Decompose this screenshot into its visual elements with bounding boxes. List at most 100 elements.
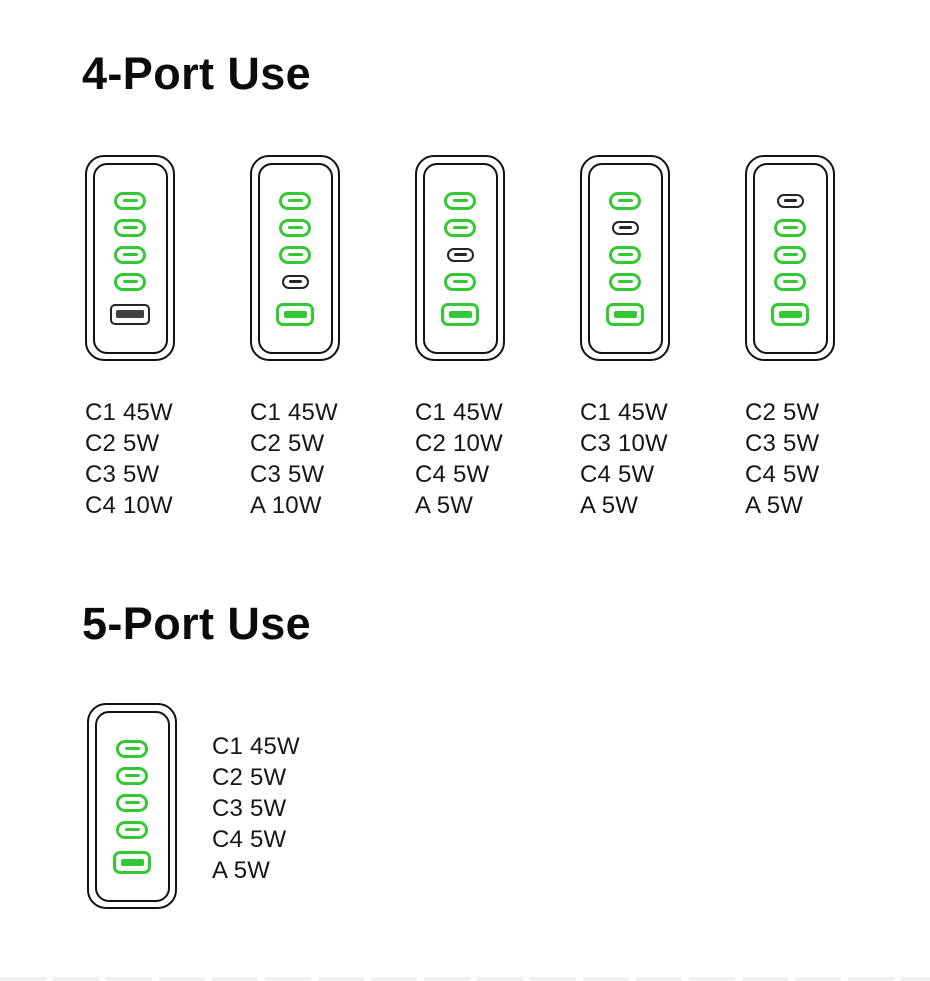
port-row [276,299,314,329]
usb-c-port-active [279,218,311,237]
port-slot [778,310,802,318]
port-wattage-label: C3 10W [580,430,668,457]
port-row [279,241,311,268]
port-row [116,789,148,816]
usb-c-port-inactive [281,274,309,289]
port-row [441,299,479,329]
port-slot [122,199,138,202]
usb-c-port-active [609,272,641,291]
port-wattage-label: C1 45W [212,733,300,760]
port-slot [122,226,138,229]
port-wattage-label: A 5W [580,492,639,519]
port-slot [283,310,307,318]
port-slot [452,226,468,229]
port-row [114,241,146,268]
usb-a-port-active [113,850,151,874]
four-port-heading: 4-Port Use [82,48,312,99]
port-slot [124,747,140,750]
charger-configuration: C2 5W C3 5W C4 5W A 5W [745,155,835,521]
usb-c-port-active [609,191,641,210]
port-row [774,268,806,295]
usb-c-port-active [774,245,806,264]
port-row [279,187,311,214]
usb-c-port-active [774,272,806,291]
port-wattage-label: C1 45W [250,399,338,426]
port-wattage-list: C2 5W C3 5W C4 5W A 5W [745,397,835,521]
usb-c-port-active [444,272,476,291]
port-wattage-label: A 10W [250,492,322,519]
port-row [606,299,644,329]
port-row [611,214,639,241]
charger-face [587,162,663,354]
port-slot [287,253,303,256]
five-port-heading: 5-Port Use [82,598,312,649]
port-slot [617,199,633,202]
port-wattage-list: C1 45W C2 10W C4 5W A 5W [415,397,505,521]
port-row [110,299,150,329]
charger-face [257,162,333,354]
port-wattage-label: C2 10W [415,430,503,457]
charger-illustration [580,155,670,361]
port-slot [782,280,798,283]
usb-c-port-active [116,739,148,758]
port-row [116,816,148,843]
usb-c-port-active [114,245,146,264]
port-row [444,214,476,241]
port-row [774,214,806,241]
port-slot [120,858,144,866]
port-slot [116,310,144,318]
port-wattage-label: C4 5W [415,461,490,488]
port-wattage-label: C2 5W [212,764,287,791]
port-slot [287,199,303,202]
port-row [116,762,148,789]
port-row [116,735,148,762]
port-row [771,299,809,329]
port-slot [124,801,140,804]
port-slot [618,226,632,229]
port-row [114,214,146,241]
charger-face [94,710,170,902]
port-slot [782,253,798,256]
port-wattage-label: A 5W [415,492,474,519]
port-wattage-label: C1 45W [415,399,503,426]
port-slot [287,226,303,229]
usb-c-port-active [114,272,146,291]
port-row [114,187,146,214]
port-slot [783,199,797,202]
usb-c-port-active [609,245,641,264]
usb-a-port-active [441,302,479,326]
port-wattage-label: C3 5W [212,795,287,822]
port-row [774,241,806,268]
usb-c-port-inactive [611,220,639,235]
port-slot [617,280,633,283]
usb-c-port-active [444,218,476,237]
port-row [609,187,641,214]
port-wattage-label: C3 5W [745,430,820,457]
port-row [279,214,311,241]
port-wattage-label: C3 5W [250,461,325,488]
charger-illustration [415,155,505,361]
port-wattage-label: C4 5W [580,461,655,488]
usb-c-port-active [116,820,148,839]
port-wattage-label: C4 5W [745,461,820,488]
port-slot [122,253,138,256]
port-row [444,187,476,214]
usb-c-port-inactive [446,247,474,262]
charger-face [92,162,168,354]
port-slot [452,199,468,202]
port-slot [448,310,472,318]
port-wattage-label: A 5W [745,492,804,519]
port-row [609,268,641,295]
port-slot [782,226,798,229]
port-slot [453,253,467,256]
charger-configuration: C1 45W C2 10W C4 5W A 5W [415,155,505,521]
usb-c-port-active [114,218,146,237]
port-wattage-label: C2 5W [745,399,820,426]
